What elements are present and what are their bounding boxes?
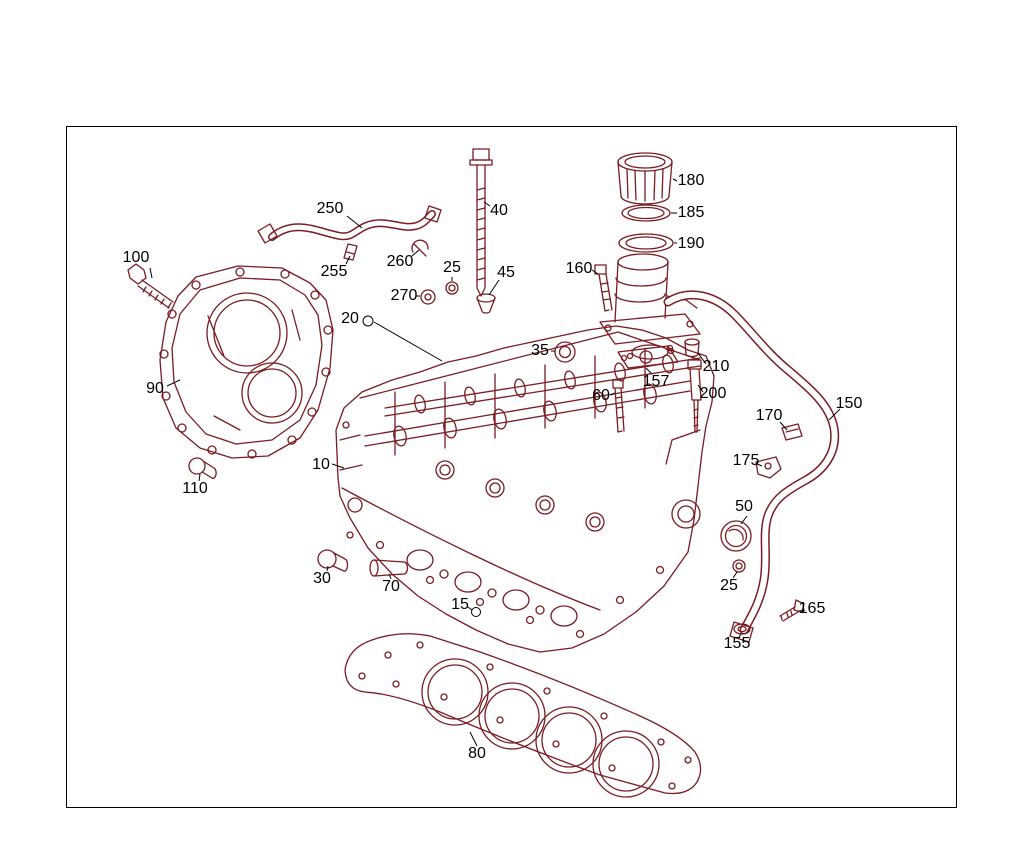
part-label-200[interactable]: 200 (699, 385, 727, 402)
drawing-plug-35 (554, 341, 576, 363)
drawing-clamp-255 (343, 243, 358, 261)
part-label-70[interactable]: 70 (382, 578, 400, 595)
drawing-pin-70 (369, 559, 409, 577)
part-label-190[interactable]: 190 (677, 235, 705, 252)
drawing-bracket-175 (755, 456, 782, 479)
drawing-timing-cover (159, 265, 334, 459)
drawing-seal-190 (618, 233, 674, 253)
drawing-bolt-40 (469, 148, 493, 297)
part-label-185[interactable]: 185 (677, 204, 705, 221)
drawing-cap-50 (720, 520, 752, 552)
drawing-seal-155 (733, 623, 751, 635)
part-label-255[interactable]: 255 (320, 263, 348, 280)
part-label-10[interactable]: 10 (312, 456, 330, 473)
drawing-hose-250 (257, 205, 442, 244)
part-label-165[interactable]: 165 (798, 600, 826, 617)
part-label-35[interactable]: 35 (531, 342, 549, 359)
drawing-sensor-200 (687, 359, 702, 433)
drawing-cylinder-head (335, 325, 715, 653)
part-label-270[interactable]: 270 (390, 287, 418, 304)
drawing-clamp-260 (411, 239, 429, 257)
drawing-oil-cap-180 (617, 152, 673, 205)
callout-marker-15 (471, 607, 481, 617)
part-label-25-right[interactable]: 25 (720, 577, 738, 594)
drawing-bolt-100 (127, 263, 174, 309)
drawing-sleeve-45 (476, 293, 496, 314)
part-label-250[interactable]: 250 (316, 200, 344, 217)
part-label-175[interactable]: 175 (732, 452, 760, 469)
part-label-90[interactable]: 90 (146, 380, 164, 397)
part-label-15[interactable]: 15 (451, 596, 469, 613)
part-label-40[interactable]: 40 (490, 202, 508, 219)
drawing-valve-210 (684, 338, 700, 358)
drawing-clip-170 (781, 423, 803, 441)
part-label-45[interactable]: 45 (497, 264, 515, 281)
part-label-150[interactable]: 150 (835, 395, 863, 412)
drawing-seal-25-right (732, 559, 746, 573)
part-label-155[interactable]: 155 (723, 635, 751, 652)
part-label-30[interactable]: 30 (313, 570, 331, 587)
drawing-washer-270 (420, 289, 436, 305)
drawing-head-gasket (344, 633, 702, 798)
part-label-100[interactable]: 100 (122, 249, 150, 266)
drawing-plug-30 (317, 549, 349, 572)
drawing-bolt-60 (612, 379, 625, 433)
callout-marker-20 (362, 315, 374, 327)
part-label-25-top[interactable]: 25 (443, 259, 461, 276)
drawing-hose-150 (663, 290, 840, 643)
part-label-50[interactable]: 50 (735, 498, 753, 515)
part-label-170[interactable]: 170 (755, 407, 783, 424)
part-label-260[interactable]: 260 (386, 253, 414, 270)
part-label-210[interactable]: 210 (702, 358, 730, 375)
part-label-20[interactable]: 20 (341, 310, 359, 327)
drawing-bolt-165 (779, 599, 805, 622)
callout-leaders (149, 178, 841, 747)
drawing-bolt-160 (594, 264, 613, 312)
part-label-160[interactable]: 160 (565, 260, 593, 277)
drawing-seal-185 (621, 204, 671, 222)
part-label-80[interactable]: 80 (468, 745, 486, 762)
part-label-180[interactable]: 180 (677, 172, 705, 189)
diagram-border (66, 126, 957, 808)
drawing-plug-110 (188, 457, 217, 479)
engine-line-art (127, 148, 840, 798)
part-label-157[interactable]: 157 (642, 373, 670, 390)
part-label-60[interactable]: 60 (592, 387, 610, 404)
part-label-110[interactable]: 110 (182, 480, 208, 497)
drawing-seal-25-top (445, 281, 459, 295)
